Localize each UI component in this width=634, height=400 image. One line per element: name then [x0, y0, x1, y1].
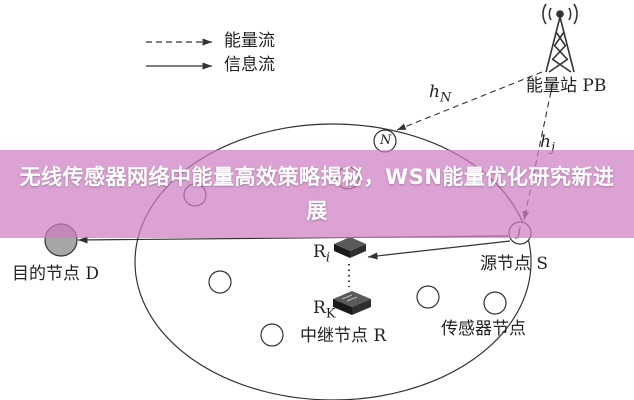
relay-RK-device-icon	[333, 291, 371, 315]
channel-hN-label: hN	[429, 82, 452, 106]
info-flow-to-relay	[367, 240, 511, 260]
sensor-node	[483, 291, 507, 315]
source-node-label: 源节点 S	[480, 254, 549, 274]
energy-flow-to-N	[396, 71, 543, 131]
relay-RK-label: RK	[313, 298, 336, 322]
legend-info-flow-label: 信息流	[224, 55, 275, 75]
banner-title: 无线传感器网络中能量高效策略揭秘，WSN能量优化研究新进展	[19, 165, 615, 223]
legend-energy-flow-label: 能量流	[224, 31, 275, 51]
sensor-node	[260, 323, 284, 347]
energy-station-tower-icon	[542, 3, 578, 73]
title-banner: 无线传感器网络中能量高效策略揭秘，WSN能量优化研究新进展	[0, 150, 634, 238]
relay-node-label: 中继节点 R	[300, 326, 387, 346]
sensor-node-label: 传感器节点	[441, 319, 526, 339]
relay-Ri-device-icon	[334, 237, 366, 258]
node-N-label: N	[380, 133, 392, 148]
energy-station-label: 能量站 PB	[526, 76, 607, 96]
sensor-node	[416, 285, 440, 309]
destination-node-label: 目的节点 D	[12, 264, 100, 284]
channel-hj-label: hj	[540, 132, 555, 156]
sensor-node	[208, 270, 232, 294]
network-boundary	[134, 123, 532, 400]
relay-Ri-label: Ri	[313, 242, 330, 266]
